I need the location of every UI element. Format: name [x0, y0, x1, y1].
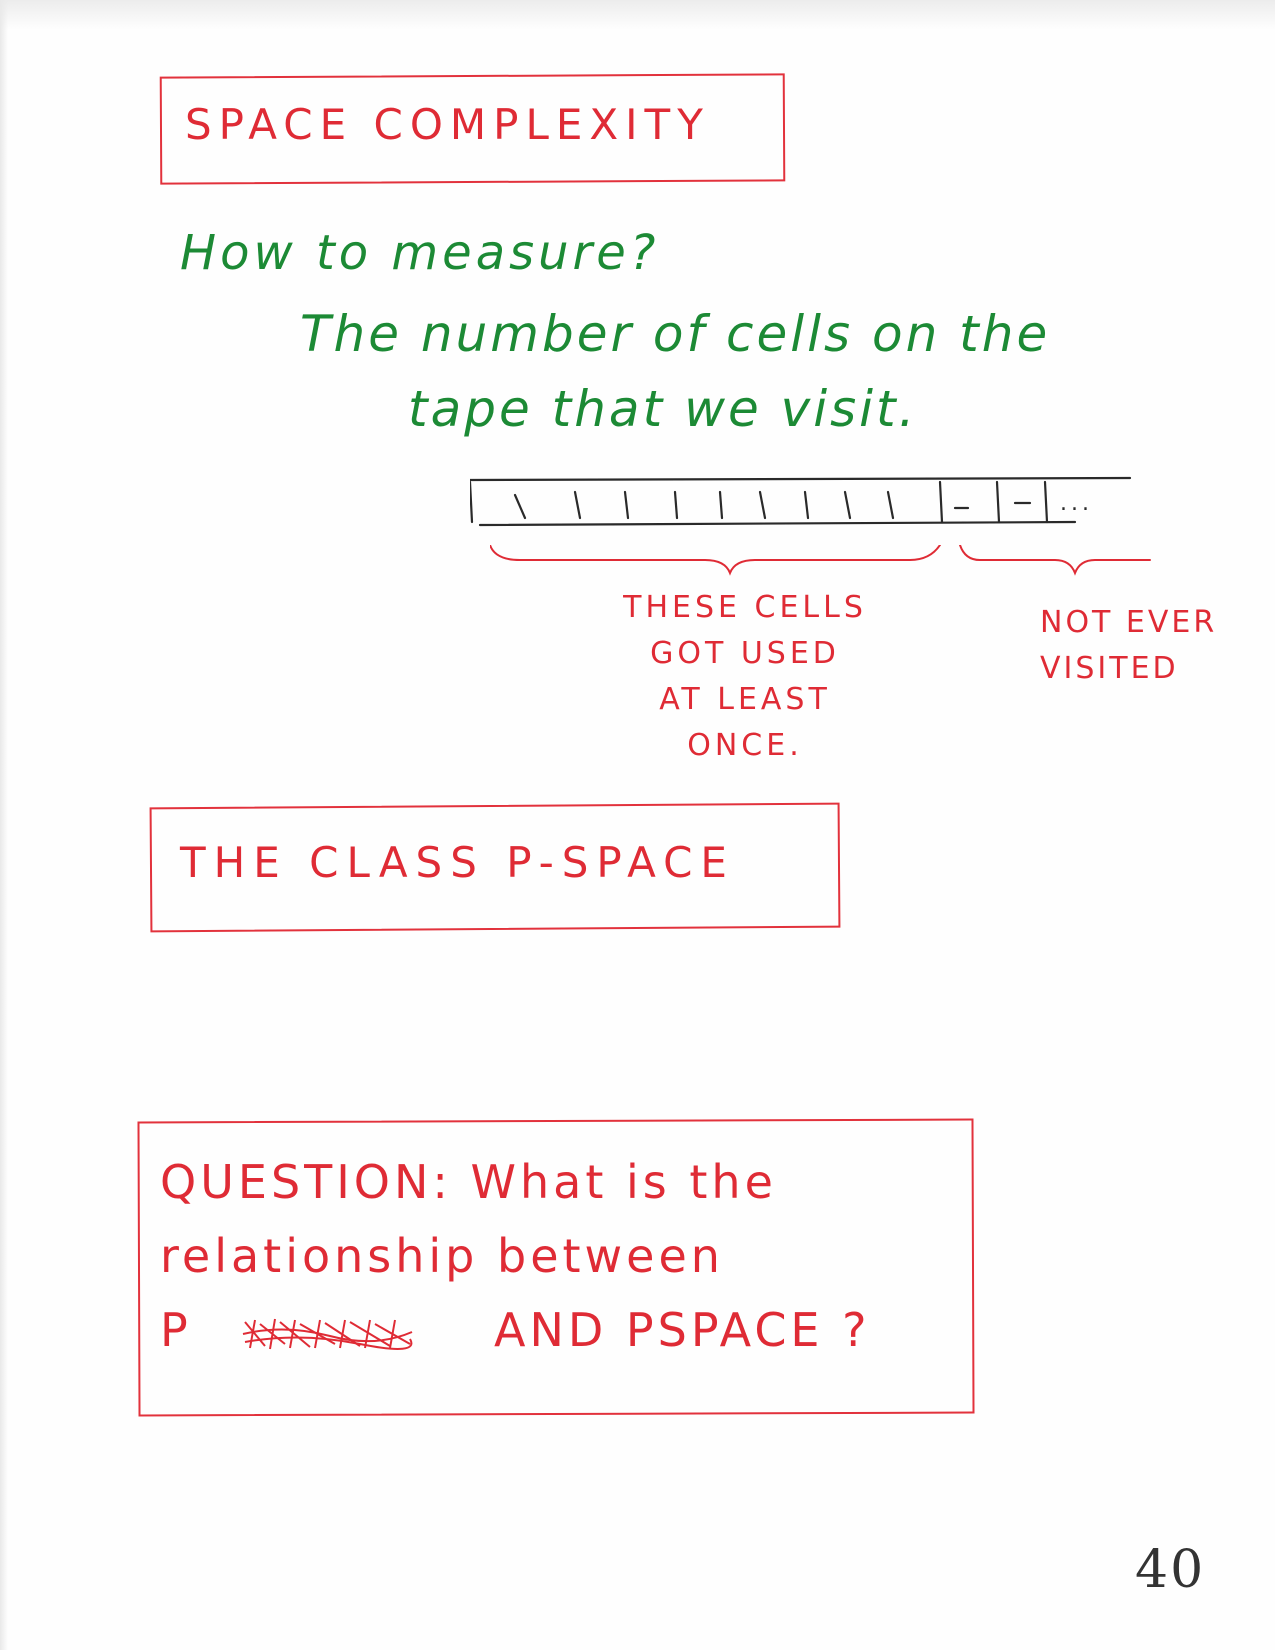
tape-cell-divider: [995, 480, 1001, 524]
tape-cell-divider: [673, 490, 679, 520]
crossed-out-scribble: [243, 1318, 413, 1350]
question-text: QUESTION: What is the relationship betwe…: [160, 1145, 871, 1367]
cells-used-line: GOT USED: [650, 636, 840, 671]
section-1-title: SPACE COMPLEXITY: [185, 100, 710, 149]
page-number: 40: [1135, 1540, 1206, 1600]
tape-cell-divider: [513, 493, 527, 520]
not-visited-line: VISITED: [1040, 651, 1179, 686]
tape-bottom-edge: [478, 520, 1077, 527]
question-line-2: relationship between: [160, 1229, 724, 1283]
section-2-title: THE CLASS P-SPACE: [180, 838, 735, 887]
answer-line-1: The number of cells on the: [300, 305, 1051, 363]
question-line-3-start: P: [160, 1303, 192, 1357]
tape-diagram: ...: [470, 476, 1132, 527]
cells-used-line: ONCE.: [687, 728, 803, 763]
tape-cell-divider: [843, 490, 852, 520]
tape-cell-divider: [718, 490, 724, 520]
tape-cell-divider: [1043, 480, 1049, 524]
tape-cell-divider: [886, 490, 895, 520]
tape-cell-divider: [803, 490, 810, 520]
question-line-3-end: AND PSPACE ?: [494, 1303, 871, 1357]
tape-cell-divider: [758, 490, 767, 520]
tape-cell-divider: [623, 490, 630, 520]
scan-edge-left: [0, 0, 8, 1650]
question-line-3: P AND PSPACE ?: [160, 1293, 871, 1367]
answer-line-2: tape that we visit.: [408, 380, 918, 438]
braces-diagram: [490, 545, 1151, 576]
question-line-1: QUESTION: What is the: [160, 1155, 777, 1209]
tape-ellipsis: ...: [1060, 491, 1093, 516]
used-cells-brace: [490, 545, 941, 576]
unvisited-cells-brace: [959, 545, 1151, 576]
scan-edge-top: [0, 0, 1275, 30]
not-visited-label: NOT EVER VISITED: [1040, 600, 1217, 692]
cells-used-line: THESE CELLS: [623, 590, 867, 625]
tape-cell-divider: [938, 480, 944, 524]
measure-question: How to measure?: [180, 225, 660, 281]
tape-cell-divider: [573, 490, 582, 520]
tape-top-edge: [470, 476, 1132, 482]
tape-left-end: [470, 480, 474, 524]
not-visited-line: NOT EVER: [1040, 605, 1218, 640]
cells-used-line: AT LEAST: [659, 682, 831, 717]
cells-used-label: THESE CELLS GOT USED AT LEAST ONCE.: [585, 585, 905, 769]
